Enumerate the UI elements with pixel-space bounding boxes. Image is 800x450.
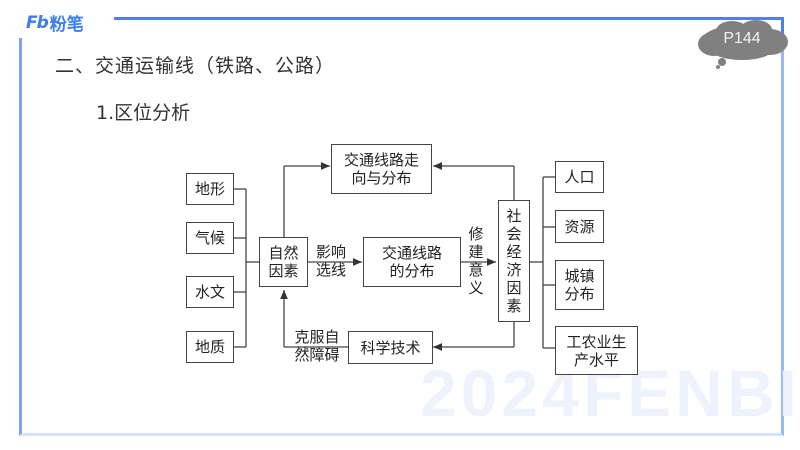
socio-economic-box: 社会经济因素 <box>498 200 530 322</box>
route-direction-box: 交通线路走向与分布 <box>331 144 432 194</box>
factor-resources: 资源 <box>555 210 604 243</box>
factor-climate: 气候 <box>186 222 234 254</box>
logo-mark: Fb <box>26 12 49 33</box>
factor-hydrology: 水文 <box>186 276 234 308</box>
natural-factors-box: 自然因素 <box>259 237 308 287</box>
factor-production-level: 工农业生产水平 <box>555 326 638 375</box>
section-heading: 二、交通运输线（铁路、公路） <box>55 55 336 77</box>
cloud-badge-icon <box>698 20 788 69</box>
subsection-heading: 1.区位分析 <box>96 102 191 124</box>
influence-label: 影响选线 <box>315 243 346 279</box>
factor-terrain: 地形 <box>186 173 234 205</box>
factor-geology: 地质 <box>186 331 234 363</box>
frame-corner <box>781 17 784 42</box>
science-tech-box: 科学技术 <box>348 331 433 364</box>
header-rule <box>114 17 784 20</box>
overcome-label: 克服自然障碍 <box>294 328 340 364</box>
page-badge: P144 <box>723 30 761 47</box>
build-significance-label: 修建意义 <box>468 225 484 297</box>
factor-towns: 城镇分布 <box>555 260 604 310</box>
route-distribution-box: 交通线路的分布 <box>363 237 461 287</box>
logo: Fb 粉笔 <box>26 10 84 36</box>
factor-population: 人口 <box>555 161 604 193</box>
slide-frame <box>19 38 784 436</box>
logo-text: 粉笔 <box>49 15 84 35</box>
